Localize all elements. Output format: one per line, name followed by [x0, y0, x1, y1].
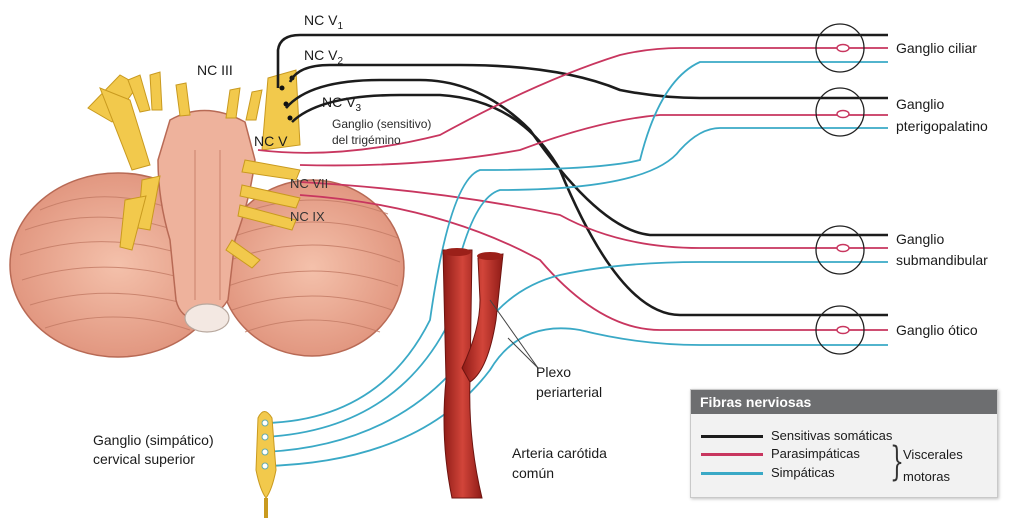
label-nc-v2-base: NC V — [304, 47, 337, 63]
legend-swatch-parasympathetic — [701, 453, 763, 456]
label-plexus-1: Plexo — [536, 364, 571, 381]
label-nc-v1-sub: 1 — [337, 21, 343, 32]
label-nc-vii: NC VII — [290, 175, 328, 192]
label-nc-v1-base: NC V — [304, 12, 337, 28]
label-pterigo-2: pterigopalatino — [896, 118, 988, 135]
label-sympathetic-ganglion-1: Ganglio (simpático) — [93, 432, 214, 449]
label-nc-v3: NC V3 — [322, 94, 361, 113]
label-nc-v3-sub: 3 — [355, 103, 361, 114]
label-sympathetic-ganglion-2: cervical superior — [93, 451, 195, 468]
legend-swatch-sympathetic — [701, 472, 763, 475]
label-trigeminal-ganglion-1: Ganglio (sensitivo) — [332, 117, 431, 131]
label-submand-2: submandibular — [896, 252, 988, 269]
peripheral-ganglia — [816, 24, 864, 354]
label-nc-v1: NC V1 — [304, 12, 343, 31]
label-pterigo-1: Ganglio — [896, 96, 944, 113]
legend-swatch-sensory — [701, 435, 763, 438]
label-nc-ix: NC IX — [290, 208, 325, 225]
label-nc-v2-sub: 2 — [337, 56, 343, 67]
legend-label-sensory: Sensitivas somáticas — [771, 428, 892, 444]
legend-brace: } — [890, 442, 904, 482]
label-trigeminal-ganglion-2: del trigémino — [332, 133, 401, 147]
legend-label-parasympathetic: Parasimpáticas — [771, 446, 860, 462]
legend-box: Fibras nerviosas Sensitivas somáticas Pa… — [690, 389, 998, 498]
label-plexus-2: periarterial — [536, 384, 602, 401]
label-nc-v2: NC V2 — [304, 47, 343, 66]
label-nc-v3-base: NC V — [322, 94, 355, 110]
legend-group-visceral: Viscerales — [903, 447, 963, 462]
label-ganglio-otico: Ganglio ótico — [896, 322, 978, 339]
legend-title: Fibras nerviosas — [691, 390, 997, 414]
label-ganglio-ciliar: Ganglio ciliar — [896, 40, 977, 57]
carotid-artery — [443, 248, 503, 498]
label-artery-1: Arteria carótida — [512, 445, 607, 462]
legend-group-motor: motoras — [903, 469, 950, 484]
legend-label-sympathetic: Simpáticas — [771, 465, 835, 481]
superior-cervical-ganglion — [256, 412, 276, 518]
label-artery-2: común — [512, 465, 554, 482]
label-submand-1: Ganglio — [896, 231, 944, 248]
label-nc-v: NC V — [254, 133, 287, 150]
label-nc-iii: NC III — [197, 62, 233, 79]
